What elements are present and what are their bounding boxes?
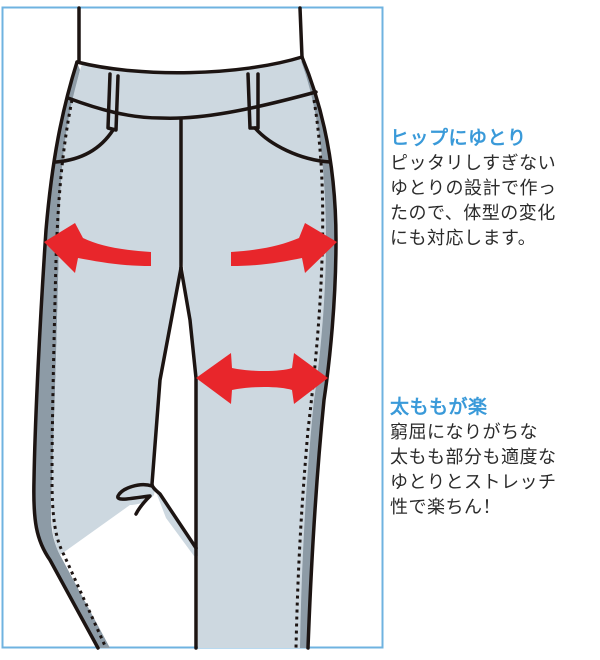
stretch-arrows xyxy=(44,223,337,404)
caption-hip-line: ゆとりの設計で作っ xyxy=(390,178,557,199)
caption-hip-line: たので、体型の変化 xyxy=(390,203,556,224)
torso-outline xyxy=(77,6,304,64)
caption-hip-room: ヒップにゆとり ピッタリしすぎない ゆとりの設計で作っ たので、体型の変化 にも… xyxy=(390,126,595,251)
caption-thigh-comfort: 太ももが楽 窮屈になりがちな 太もも部分も適度な ゆとりとストレッチ 性で楽ちん… xyxy=(390,395,595,520)
caption-hip-line: ピッタリしすぎない xyxy=(390,153,557,174)
thigh-double-arrow-icon xyxy=(196,353,328,404)
caption-thigh-line: 太もも部分も適度な xyxy=(390,447,557,468)
hip-right-arrow-icon xyxy=(231,223,337,273)
caption-thigh-title: 太ももが楽 xyxy=(390,396,488,418)
caption-thigh-line: ゆとりとストレッチ xyxy=(390,472,557,493)
hip-left-arrow-icon xyxy=(44,223,151,273)
caption-thigh-line: 性で楽ちん！ xyxy=(390,497,501,518)
caption-hip-title: ヒップにゆとり xyxy=(390,127,527,149)
stitching xyxy=(50,99,325,649)
caption-hip-line: にも対応します。 xyxy=(390,228,537,249)
pants-outline xyxy=(32,55,338,650)
caption-thigh-line: 窮屈になりがちな xyxy=(390,422,538,443)
